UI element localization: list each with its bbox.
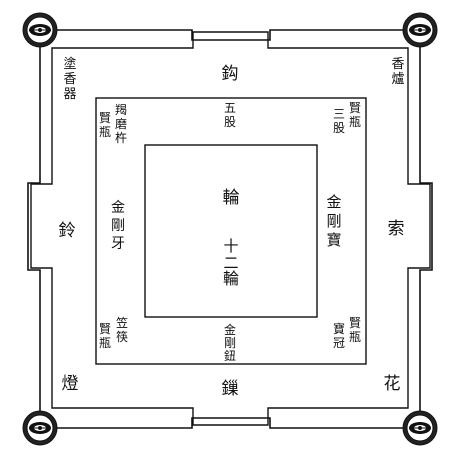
label-middle-ne-col2: 賢瓶	[349, 101, 361, 129]
label-middle-ne-col1: 三股	[333, 107, 345, 135]
corner-emblem-southwest	[22, 410, 58, 446]
label-middle-west: 金剛牙	[111, 200, 125, 252]
label-outer-northwest: 塗香器	[63, 56, 76, 102]
label-outer-southeast: 花	[384, 374, 401, 394]
label-outer-south: 鏁	[222, 379, 239, 399]
inner-court	[95, 97, 367, 365]
corner-emblem-northeast	[402, 12, 438, 48]
label-middle-north: 五股	[224, 101, 236, 129]
label-outer-southwest: 燈	[62, 374, 79, 394]
label-outer-east: 索	[388, 219, 405, 239]
label-outer-northeast: 香爐	[391, 57, 404, 87]
label-outer-west: 鈴	[59, 221, 76, 241]
corner-emblem-southeast	[402, 410, 438, 446]
label-center-bottom-2: 輪	[223, 269, 239, 288]
label-middle-se-col1: 寶冠	[333, 321, 345, 350]
label-middle-sw-col1: 賢瓶	[99, 322, 111, 350]
label-outer-north: 鈎	[222, 64, 239, 84]
middle-frame	[30, 31, 431, 426]
label-middle-nw-col2: 羯磨杵	[115, 102, 127, 145]
label-center-top: 輪	[223, 188, 240, 208]
label-middle-se-col2: 賢瓶	[349, 316, 361, 344]
label-middle-sw-col2: 笠筷	[116, 315, 128, 344]
label-center-bottom-1: 十二	[223, 237, 238, 272]
label-middle-south: 金剛鈕	[224, 322, 236, 363]
outer-frame	[27, 29, 433, 429]
center-square	[144, 144, 318, 318]
label-middle-east: 金剛寶	[326, 193, 341, 249]
corner-emblem-northwest	[22, 12, 58, 48]
label-middle-nw-col1: 賢瓶	[99, 111, 111, 139]
